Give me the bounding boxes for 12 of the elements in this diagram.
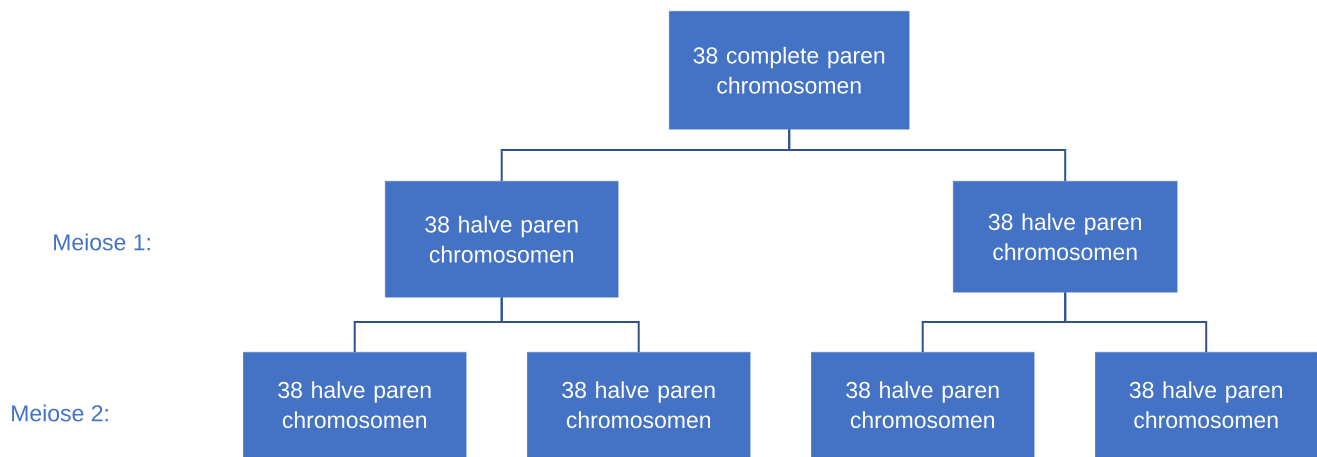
process-box: 38 halve paren chromosomen xyxy=(953,181,1178,293)
stage-label: Meiose 2: xyxy=(12,404,108,422)
process-box: 38 complete paren chromosomen xyxy=(669,11,910,130)
connector-line xyxy=(788,128,1067,182)
connector-line xyxy=(1064,291,1208,353)
process-box: 38 halve paren chromosomen xyxy=(1095,352,1317,457)
process-box: 38 halve paren chromosomen xyxy=(385,181,619,298)
connector-line xyxy=(500,296,640,353)
stage-label: Meiose 1: xyxy=(54,233,150,251)
process-box: 38 halve paren chromosomen xyxy=(243,352,467,457)
process-box: 38 halve paren chromosomen xyxy=(811,352,1035,457)
process-box: 38 halve paren chromosomen xyxy=(527,352,751,457)
